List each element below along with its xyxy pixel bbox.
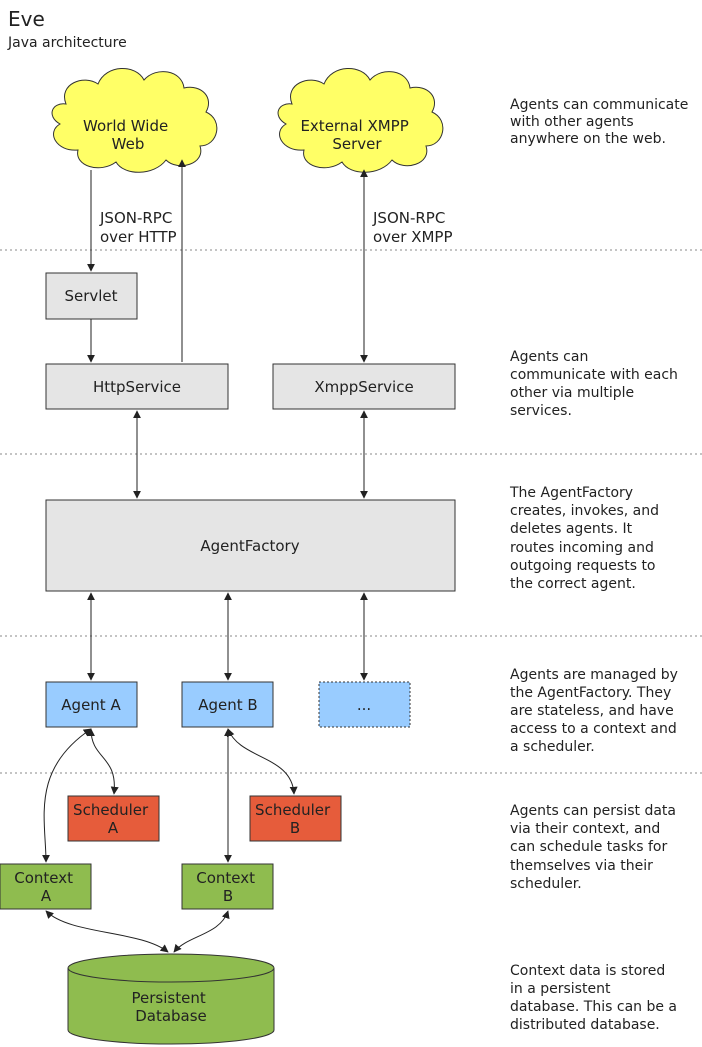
context-a-database-arrow: [45, 910, 169, 953]
agent-factory-label: AgentFactory: [200, 537, 299, 555]
scheduler-a-box: Scheduler A: [67, 795, 160, 842]
note-persist: Agents can persist data via their contex…: [510, 803, 680, 892]
scheduler-b-label: Scheduler B: [255, 801, 335, 837]
agent-b-scheduler-arrow: [226, 728, 298, 795]
cloud-xmpp-label: External XMPP Server: [300, 117, 413, 153]
context-a-label: Context A: [14, 869, 78, 905]
agent-more-box: ...: [318, 681, 411, 728]
context-b-box: Context B: [181, 863, 274, 910]
xmpp-service-label: XmppService: [314, 378, 413, 396]
persistent-database-cylinder: Persistent Database: [67, 953, 275, 1045]
http-service-box: HttpService: [45, 363, 229, 410]
note-web: Agents can communicate with other agents…: [510, 97, 693, 147]
external-xmpp-server-cloud: External XMPP Server: [277, 68, 444, 173]
protocol-http-label: JSON-RPC over HTTP: [99, 209, 177, 246]
context-a-box: Context A: [0, 863, 92, 910]
note-services: Agents can communicate with each other v…: [510, 349, 682, 419]
note-database: Context data is stored in a persistent d…: [510, 963, 681, 1033]
scheduler-a-label: Scheduler A: [73, 801, 153, 837]
connectors: [41, 159, 368, 953]
context-b-database-arrow: [173, 910, 230, 953]
servlet-label: Servlet: [64, 287, 117, 305]
note-agents: Agents are managed by the AgentFactory. …: [510, 667, 682, 755]
protocol-xmpp-label: JSON-RPC over XMPP: [372, 209, 453, 246]
agent-a-box: Agent A: [45, 681, 138, 728]
context-b-label: Context B: [196, 869, 260, 905]
scheduler-b-box: Scheduler B: [249, 795, 342, 842]
xmpp-service-box: XmppService: [272, 363, 456, 410]
agent-more-label: ...: [357, 696, 371, 714]
servlet-box: Servlet: [45, 272, 138, 320]
agent-b-box: Agent B: [181, 681, 274, 728]
agent-a-scheduler-arrow: [87, 728, 119, 795]
agent-factory-box: AgentFactory: [45, 499, 456, 592]
database-label: Persistent Database: [132, 989, 211, 1025]
diagram-title: Eve: [8, 7, 45, 31]
diagram-subtitle: Java architecture: [7, 35, 127, 51]
agent-b-label: Agent B: [198, 696, 257, 714]
agent-a-label: Agent A: [61, 696, 121, 714]
cloud-www-label: World Wide Web: [83, 117, 173, 153]
http-service-label: HttpService: [93, 378, 181, 396]
world-wide-web-cloud: World Wide Web: [51, 68, 218, 173]
note-factory: The AgentFactory creates, invokes, and d…: [509, 485, 663, 592]
agent-a-context-arrow: [41, 728, 92, 863]
